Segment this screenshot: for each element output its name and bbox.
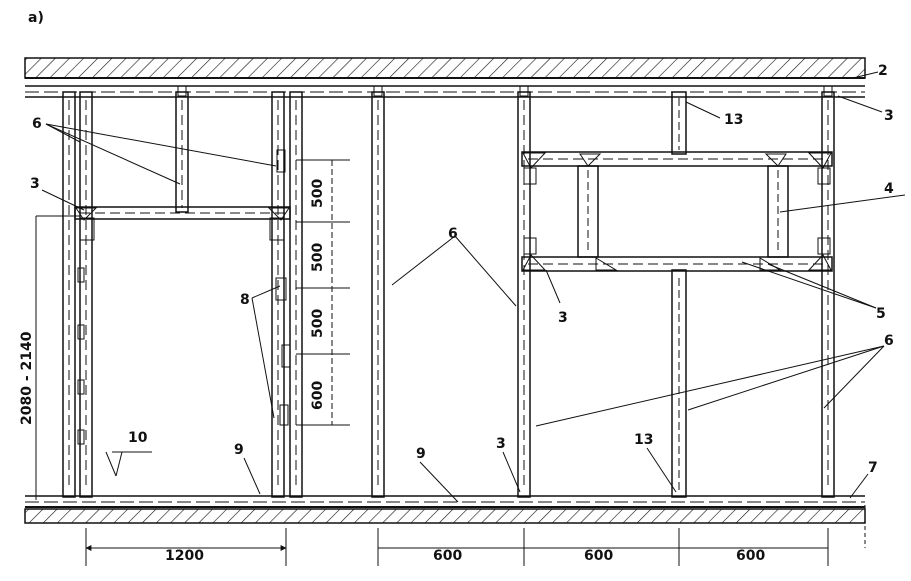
stud-middle-2: [517, 91, 531, 498]
callout-3-top-right: 3: [884, 108, 894, 124]
dim-step-4: 600: [310, 381, 326, 410]
stud-left-1: [62, 91, 76, 498]
stud-door-right-1: [271, 91, 285, 498]
callout-9-center: 9: [416, 446, 426, 462]
callout-3-bottom: 3: [496, 436, 506, 452]
callout-3-window: 3: [558, 310, 568, 326]
height-dimension-line: [35, 215, 80, 500]
callout-3-left: 3: [30, 176, 40, 192]
vertical-dimension-chain: [296, 159, 350, 426]
callout-6-center: 6: [448, 226, 458, 242]
callout-6-right: 6: [884, 333, 894, 349]
stud-fasteners: [77, 85, 833, 445]
callout-10: 10: [128, 430, 148, 446]
dim-step-2: 500: [310, 243, 326, 272]
dim-height-total: 2080 - 2140: [19, 331, 35, 425]
dim-spacing-2: 600: [584, 548, 613, 564]
top-guide-rail: [25, 85, 865, 98]
stud-window-bottom: [671, 269, 687, 498]
stud-left-2: [79, 91, 93, 498]
callout-6-left: 6: [32, 116, 42, 132]
callout-2: 2: [878, 63, 888, 79]
figure-label: a): [28, 10, 44, 26]
callout-13-bottom: 13: [634, 432, 653, 448]
callout-7: 7: [868, 460, 878, 476]
callout-9-left: 9: [234, 442, 244, 458]
stud-right: [821, 91, 835, 498]
dim-step-3: 500: [310, 309, 326, 338]
bottom-dimension-lines: [85, 505, 866, 566]
dim-door-width: 1200: [165, 548, 204, 564]
dim-spacing-1: 600: [433, 548, 462, 564]
door-lintel: [74, 206, 291, 241]
callout-13-top: 13: [724, 112, 743, 128]
ceiling-slab: [24, 57, 866, 79]
stud-window-top: [671, 91, 687, 155]
stud-short-upper: [175, 91, 189, 213]
floor-slab: [24, 495, 866, 524]
dim-spacing-3: 600: [736, 548, 765, 564]
stud-middle-1: [371, 91, 385, 498]
window-frame: [521, 151, 833, 272]
stud-door-right-2: [289, 91, 303, 498]
callout-4: 4: [884, 181, 894, 197]
dim-step-1: 500: [310, 179, 326, 208]
callout-5: 5: [876, 306, 886, 322]
callout-8: 8: [240, 292, 250, 308]
leader-lines: [41, 71, 906, 503]
